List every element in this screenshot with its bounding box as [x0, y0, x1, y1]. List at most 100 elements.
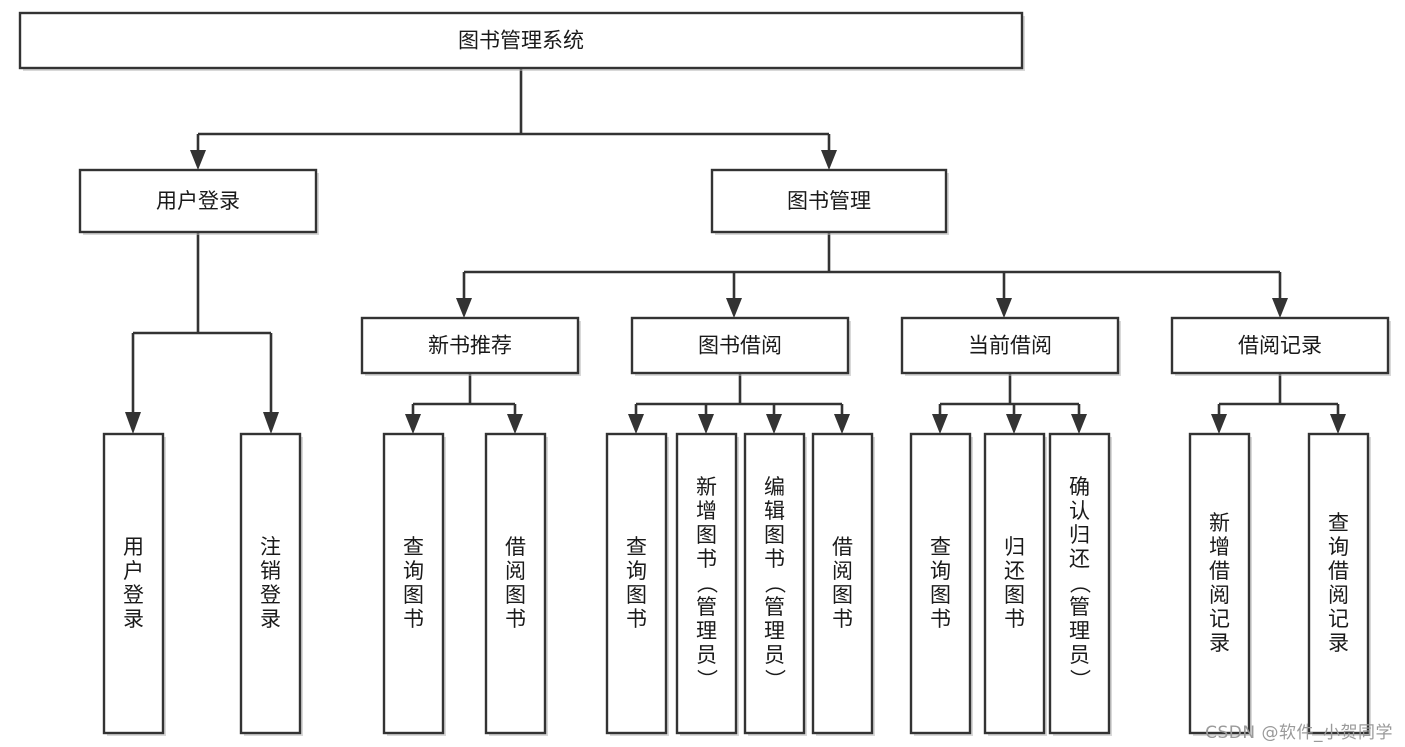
node-rect[interactable]: [675, 432, 738, 735]
node-label-char: （: [763, 573, 787, 594]
node-label: 图书借阅: [698, 334, 782, 358]
node-label-char: 管: [696, 595, 717, 619]
node-label-char: 录: [123, 607, 144, 631]
arrowhead-new-book-rec: [456, 298, 472, 318]
node-label-char: （: [1068, 573, 1092, 594]
node-rect[interactable]: [18, 11, 1024, 70]
node-label-char: 注: [260, 535, 281, 559]
node-rect[interactable]: [360, 316, 580, 375]
node-rect[interactable]: [484, 432, 547, 735]
node-label: 当前借阅: [968, 334, 1052, 358]
node-label-char: 管: [1069, 595, 1090, 619]
node-label-char: 借: [832, 535, 853, 559]
node-rect[interactable]: [983, 432, 1046, 735]
node-label-char: 书: [696, 547, 717, 571]
node-label-char: 记: [1209, 607, 1230, 631]
node-label-char: 借: [1328, 559, 1349, 583]
node-rect[interactable]: [1048, 432, 1111, 735]
arrowhead-current-borrow: [996, 298, 1012, 318]
node-label-char: 借: [1209, 559, 1230, 583]
node-rect[interactable]: [78, 168, 318, 234]
node-label-char: 还: [1004, 559, 1025, 583]
node-label-char: 图: [1004, 583, 1025, 607]
node-label-char: 理: [696, 619, 717, 643]
node-label-char: 图: [832, 583, 853, 607]
arrowhead-leaf-edit-book: [766, 414, 782, 434]
node-label-char: 阅: [1328, 583, 1349, 607]
arrowhead-leaf-user-login: [125, 412, 141, 434]
node-label-char: 阅: [832, 559, 853, 583]
node-label-char: 认: [1069, 499, 1090, 523]
node-borrow-record[interactable]: 借阅记录: [1170, 316, 1391, 376]
node-label-char: 还: [1069, 547, 1090, 571]
node-new-book-rec[interactable]: 新书推荐: [360, 316, 581, 376]
node-label-char: 图: [403, 583, 424, 607]
node-label-char: 理: [764, 619, 785, 643]
node-label-char: 理: [1069, 619, 1090, 643]
node-book-borrow[interactable]: 图书借阅: [630, 316, 851, 376]
nodes-layer: 图书管理系统用户登录图书管理新书推荐图书借阅当前借阅借阅记录用户登录注销登录查询…: [18, 11, 1391, 736]
node-label-char: 编: [764, 475, 785, 499]
node-label-char: 书: [764, 547, 785, 571]
arrowhead-leaf-confirm-return: [1071, 414, 1087, 434]
node-label-char: 查: [930, 535, 951, 559]
node-rect[interactable]: [900, 316, 1120, 375]
node-label-char: 询: [626, 559, 647, 583]
node-label-char: 管: [764, 595, 785, 619]
node-rect[interactable]: [382, 432, 445, 735]
node-label-char: ）: [763, 669, 787, 690]
node-label-char: 书: [626, 607, 647, 631]
node-label-char: 辑: [764, 499, 785, 523]
node-label-char: 录: [260, 607, 281, 631]
arrowhead-leaf-add-book: [698, 414, 714, 434]
node-label-char: 员: [696, 643, 717, 667]
node-label-char: 确: [1069, 475, 1090, 499]
arrowhead-leaf-borrow-book-1: [507, 414, 523, 434]
node-label-char: 记: [1328, 607, 1349, 631]
node-label-char: 查: [1328, 511, 1349, 535]
node-rect[interactable]: [1170, 316, 1390, 375]
arrowhead-leaf-query-book-2: [628, 414, 644, 434]
node-book-manage[interactable]: 图书管理: [710, 168, 949, 235]
node-rect[interactable]: [630, 316, 850, 375]
node-current-borrow[interactable]: 当前借阅: [900, 316, 1121, 376]
arrowhead-leaf-query-book-1: [405, 414, 421, 434]
node-rect[interactable]: [811, 432, 874, 735]
node-rect[interactable]: [1307, 432, 1370, 735]
arrowhead-leaf-borrow-book-2: [834, 414, 850, 434]
node-rect[interactable]: [605, 432, 668, 735]
node-user-login[interactable]: 用户登录: [78, 168, 319, 235]
node-label-char: 销: [260, 559, 281, 583]
node-label-char: 增: [696, 499, 717, 523]
node-leaf-user-login[interactable]: 用户登录: [102, 432, 166, 736]
node-label-char: 查: [403, 535, 424, 559]
node-rect[interactable]: [743, 432, 806, 735]
node-root[interactable]: 图书管理系统: [18, 11, 1025, 71]
node-rect[interactable]: [710, 168, 948, 234]
arrowhead-leaf-query-book-3: [932, 414, 948, 434]
node-rect[interactable]: [909, 432, 972, 735]
connector-layer: [125, 68, 1346, 434]
node-rect[interactable]: [1188, 432, 1251, 735]
node-rect[interactable]: [102, 432, 165, 735]
arrowhead-borrow-record: [1272, 298, 1288, 318]
node-label-char: 询: [1328, 535, 1349, 559]
node-rect[interactable]: [239, 432, 302, 735]
watermark: CSDN @软件_小贺同学: [1205, 723, 1393, 743]
node-label-char: 员: [764, 643, 785, 667]
node-label-char: 书: [832, 607, 853, 631]
